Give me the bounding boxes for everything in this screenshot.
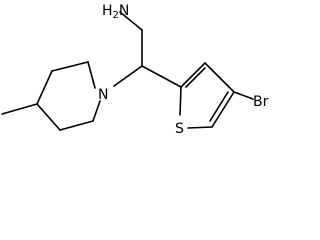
bond-amine-ch2 bbox=[119, 11, 143, 31]
bond-thiophene-c3-c4 bbox=[204, 62, 235, 93]
bond-ch-thiophene bbox=[141, 65, 182, 88]
bond-thiophene-c2-c3 bbox=[180, 62, 206, 88]
amine-subscript: 2 bbox=[113, 10, 119, 21]
bond-thiophene-c5-s bbox=[187, 126, 213, 129]
bond-thiophene-double-c2-c3 bbox=[185, 67, 206, 88]
bromine-label: Br bbox=[253, 94, 269, 110]
piperidine-nitrogen-label: N bbox=[98, 87, 108, 103]
bond-bromine bbox=[233, 91, 254, 100]
thiophene-sulfur-label: S bbox=[175, 121, 184, 137]
bond-piperidine-n-c2 bbox=[87, 61, 96, 89]
bond-piperidine-c4-c5 bbox=[36, 103, 61, 131]
bond-piperidine-c6-n bbox=[92, 100, 101, 122]
bond-thiophene-c4-c5 bbox=[211, 91, 235, 128]
bond-thiophene-s-c2 bbox=[179, 86, 182, 116]
amine-nitrogen: N bbox=[119, 3, 129, 19]
bond-piperidine-c2-c3 bbox=[51, 61, 89, 72]
bond-lines bbox=[1, 11, 254, 131]
amine-hydrogen: H bbox=[102, 3, 113, 19]
bond-methyl bbox=[1, 103, 38, 115]
bond-thiophene-double-c4-c5 bbox=[209, 91, 229, 122]
svg-text:H2N: H2N bbox=[102, 3, 129, 21]
bond-piperidine-c5-c6 bbox=[59, 120, 94, 131]
bond-ch-piperidine-n bbox=[113, 65, 143, 87]
bond-piperidine-c3-c4 bbox=[36, 70, 53, 105]
amine-label: H2N bbox=[102, 3, 129, 21]
chemical-structure-diagram: H2N N S Br bbox=[1, 3, 269, 137]
